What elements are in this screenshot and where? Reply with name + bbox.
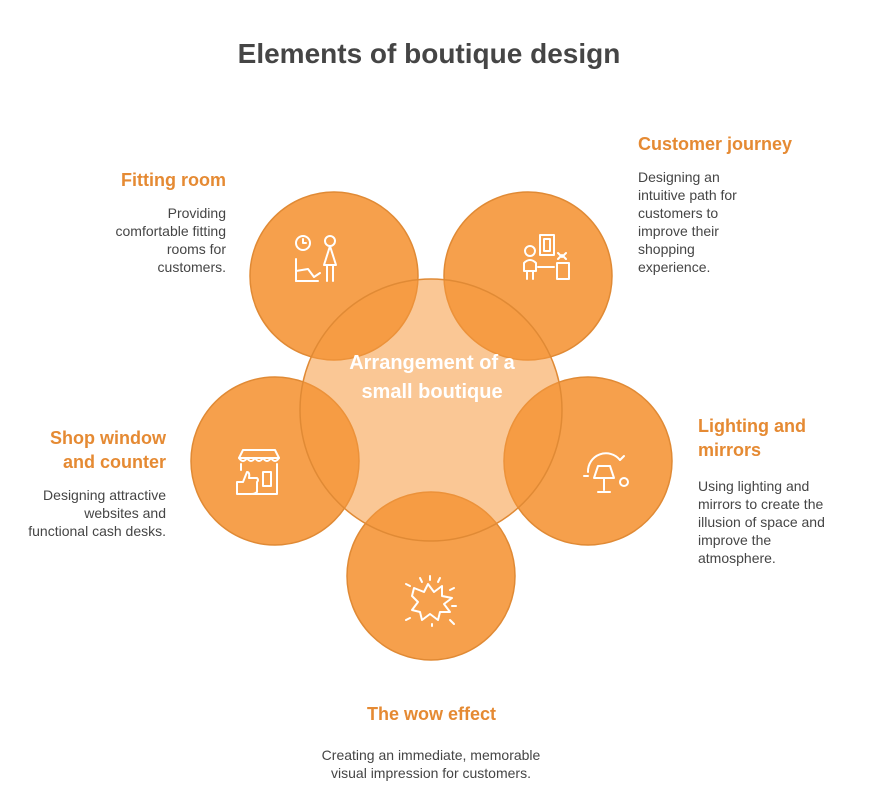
center-label: Arrangement of a small boutique — [349, 352, 515, 403]
fitting-room-icon — [295, 235, 337, 282]
wow-effect-heading: The wow effect — [366, 704, 496, 724]
customer-journey-icon — [523, 234, 570, 280]
shop-window-icon — [236, 449, 280, 495]
wow-effect-description: Creating an immediate, memorable visual … — [321, 747, 541, 781]
fitting-room-description: Providing comfortable fitting rooms for … — [115, 205, 227, 275]
lighting-heading: Lighting and mirrors — [698, 416, 806, 460]
lighting-description: Using lighting and mirrors to create the… — [698, 478, 825, 566]
diagram-title: Elements of boutique design — [237, 38, 621, 69]
customer-journey-description: Designing an intuitive path for customer… — [638, 169, 737, 275]
fitting-room-heading: Fitting room — [121, 170, 226, 190]
customer-journey-heading: Customer journey — [638, 134, 793, 154]
shop-window-heading: Shop window and counter — [50, 428, 166, 472]
shop-window-description: Designing attractive websites and functi… — [28, 487, 166, 539]
circle-center — [299, 278, 563, 542]
lamp-icon — [583, 452, 629, 493]
burst-icon — [405, 575, 457, 627]
